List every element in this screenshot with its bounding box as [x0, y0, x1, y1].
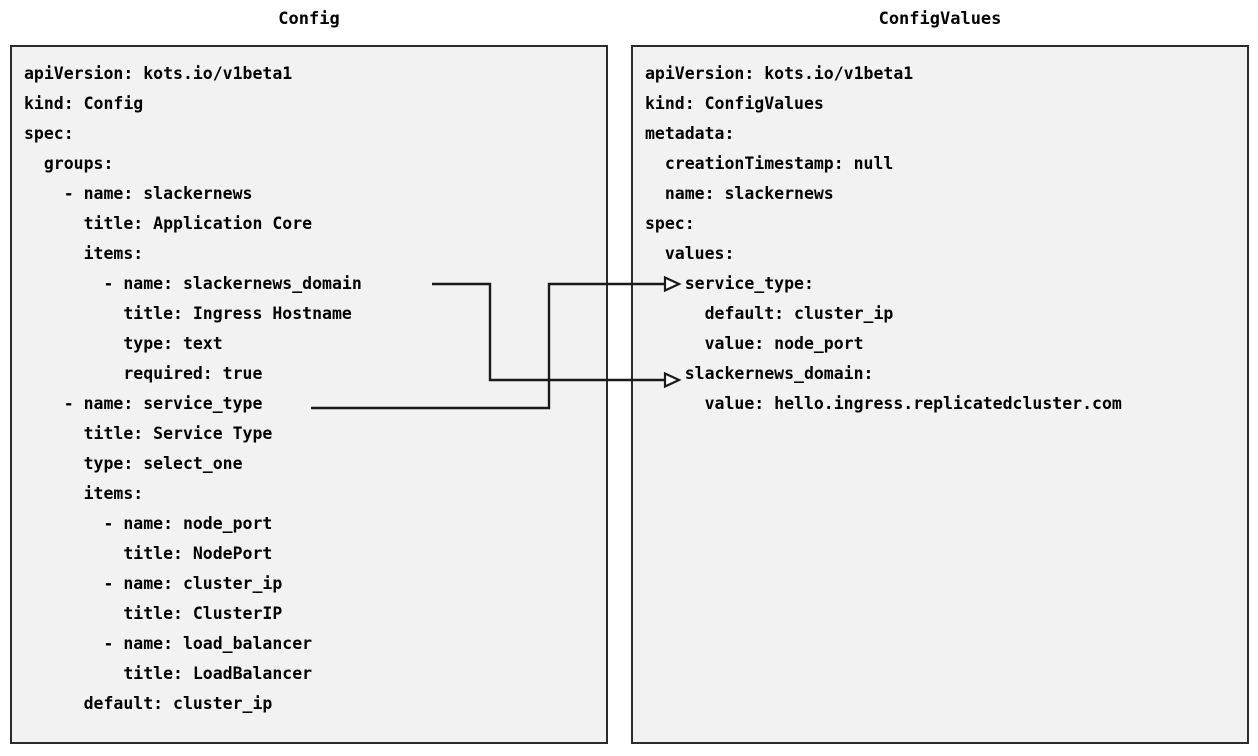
- panel-title-config: Config: [278, 9, 340, 29]
- config-yaml-text: apiVersion: kots.io/v1beta1 kind: Config…: [24, 64, 362, 713]
- configvalues-yaml-text: apiVersion: kots.io/v1beta1 kind: Config…: [645, 64, 1122, 413]
- config-panel: apiVersion: kots.io/v1beta1 kind: Config…: [10, 45, 608, 744]
- panel-title-configvalues: ConfigValues: [878, 9, 1002, 29]
- configvalues-panel: apiVersion: kots.io/v1beta1 kind: Config…: [631, 45, 1249, 744]
